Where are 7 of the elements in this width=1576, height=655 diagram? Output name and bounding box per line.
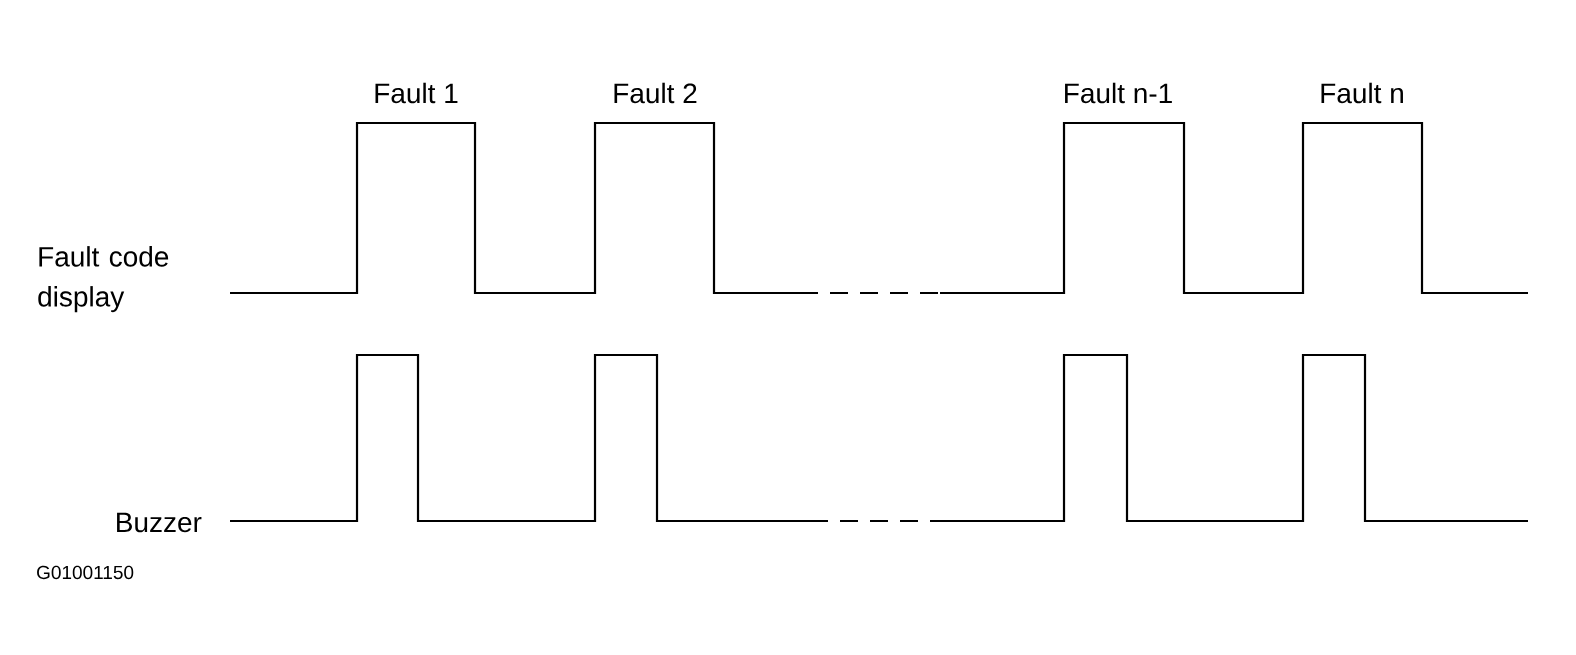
signal-name: Fault code display <box>38 246 169 313</box>
pulse-label: Fault n <box>1321 82 1403 104</box>
pulse-label: Fault 1 <box>375 82 458 104</box>
pulse-label: Fault n-1 <box>1065 82 1172 104</box>
signal-name: Buzzer <box>117 512 202 533</box>
pulse-label: Fault 2 <box>614 82 697 104</box>
figure-code: G01001150 <box>37 565 134 580</box>
